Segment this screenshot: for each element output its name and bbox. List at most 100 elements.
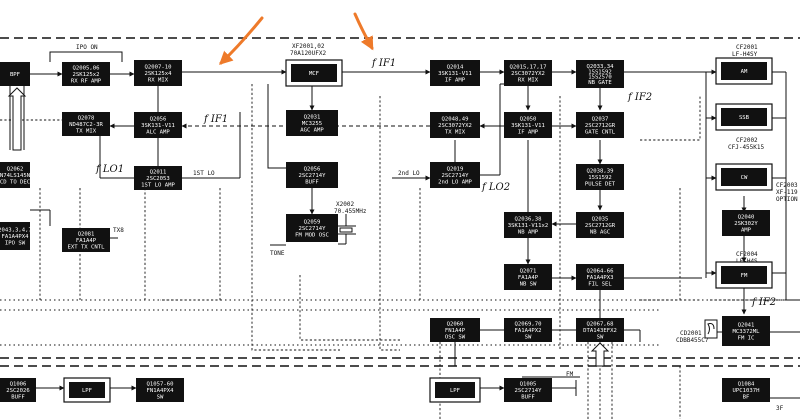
block-q2056b-line: 2SC2714Y	[299, 173, 327, 179]
block-q2033-line: NB GATE	[588, 80, 612, 86]
block-q2043-box	[0, 222, 30, 250]
block-mcf-inner	[291, 64, 337, 82]
block-q2048-box	[430, 112, 480, 138]
block-mcf: MCF	[285, 59, 343, 87]
flo2-label: f LO2	[481, 182, 510, 193]
block-lpf2-line: LPF	[450, 388, 461, 394]
block-q2038-line: 15S1592	[588, 175, 612, 181]
block-q2011-box	[134, 166, 182, 190]
block-mcf-line: MCF	[309, 71, 320, 77]
block-q2031-line: Q2031	[304, 115, 321, 121]
block-cw: CW	[715, 163, 773, 191]
block-q2050-line: IF AMP	[518, 129, 539, 135]
block-q2071-line: Q2071	[520, 269, 537, 275]
block-q2037-box	[576, 112, 624, 138]
block-q2007-line: Q2007-10	[145, 65, 172, 71]
flo1-label: f LO1	[95, 164, 124, 175]
block-q1006-box	[0, 378, 36, 402]
block-q2036-line: Q2036,38	[515, 217, 543, 223]
block-q2035-line: NB AGC	[590, 229, 610, 235]
block-q1006-line: Q1006	[10, 382, 27, 388]
block-lpf1: LPF	[63, 377, 111, 403]
block-q2033-line: 15S2570	[588, 75, 612, 81]
cd2001-label: CD2001	[680, 330, 702, 337]
signal-labels: IPO ON XF2001,02 70A120UFX2 f IF1 f IF1 …	[76, 43, 798, 412]
block-q1057-line: Q1057-60	[147, 382, 174, 388]
block-am-line: AM	[741, 69, 748, 75]
block-q2069-line: Q2069,70	[515, 322, 542, 328]
block-q2036-line: NB AMP	[518, 229, 539, 235]
block-q2064-line: Q2064-66	[587, 269, 614, 275]
block-q2036-box	[504, 212, 552, 238]
block-q2060-line: Q2060	[447, 322, 464, 328]
cf2004-label: CF2004	[736, 251, 758, 258]
block-q1005-line: BUFF	[521, 394, 535, 400]
block-q2050-line: Q2050	[520, 117, 537, 123]
block-q2059-line: Q2059	[304, 220, 321, 226]
block-q2059-line: FM MOD OSC	[295, 232, 329, 238]
block-q2033-line: Q2033,34	[587, 64, 615, 70]
block-q1005-box	[504, 378, 552, 402]
block-q2059-box	[286, 214, 338, 242]
block-q2064-line: FA1A4PX3	[587, 275, 614, 281]
block-q1057-line: SW	[157, 394, 164, 400]
block-bpf: BPF	[0, 62, 30, 86]
block-q2071-box	[504, 264, 552, 290]
block-q2007-line: RX MIX	[148, 77, 169, 83]
block-q2071-line: NB SW	[520, 281, 537, 287]
crystal-x2002	[336, 214, 356, 245]
block-q2011-line: 2SC2053	[146, 176, 170, 182]
block-q2037-line: GATE CNTL	[585, 129, 616, 135]
block-am: AM	[715, 57, 773, 85]
block-q2014-line: 3SK131-V11	[438, 71, 472, 77]
tone-label: TONE	[270, 250, 285, 257]
x2002-freq-label: 70.455MHz	[334, 208, 367, 215]
block-q2081-line: EXT TX CNTL	[67, 244, 105, 250]
cd2001-symbol	[704, 319, 718, 339]
fif1-top-label: f IF1	[371, 58, 396, 69]
block-q2007-box	[134, 60, 182, 86]
block-q2078-line: TX MIX	[76, 128, 97, 134]
block-q2019-line: Q2019	[447, 167, 464, 173]
block-q2062-box	[0, 162, 30, 188]
block-fm: FM	[715, 261, 773, 289]
block-q2050-line: 3SK131-V11	[511, 123, 545, 129]
signal-wires	[9, 51, 800, 399]
block-ssb-line: SSB	[739, 115, 750, 121]
block-q2031-line: MC3255	[302, 121, 322, 127]
block-q2060-box	[430, 318, 480, 342]
block-q2067-box	[576, 318, 624, 342]
block-q2011-line: Q2011	[150, 170, 167, 176]
cf2002-label: CF2002	[736, 137, 758, 144]
block-q1006-line: 2SC2026	[6, 388, 30, 394]
fif2-bottom-label: f IF2	[751, 297, 776, 308]
block-q2078-line: Q2078	[78, 116, 95, 122]
block-q2056b-line: BUFF	[305, 179, 319, 185]
second-lo-label: 2nd LO	[398, 170, 420, 177]
block-q2067-line: DTA143EFX2	[583, 328, 617, 334]
fm-line-label: FM	[566, 371, 574, 378]
block-q2019-line: 2nd LO AMP	[438, 179, 472, 185]
block-q2005-line: RX RF AMP	[71, 78, 102, 84]
block-q2038-line: Q2038,39	[587, 169, 614, 175]
